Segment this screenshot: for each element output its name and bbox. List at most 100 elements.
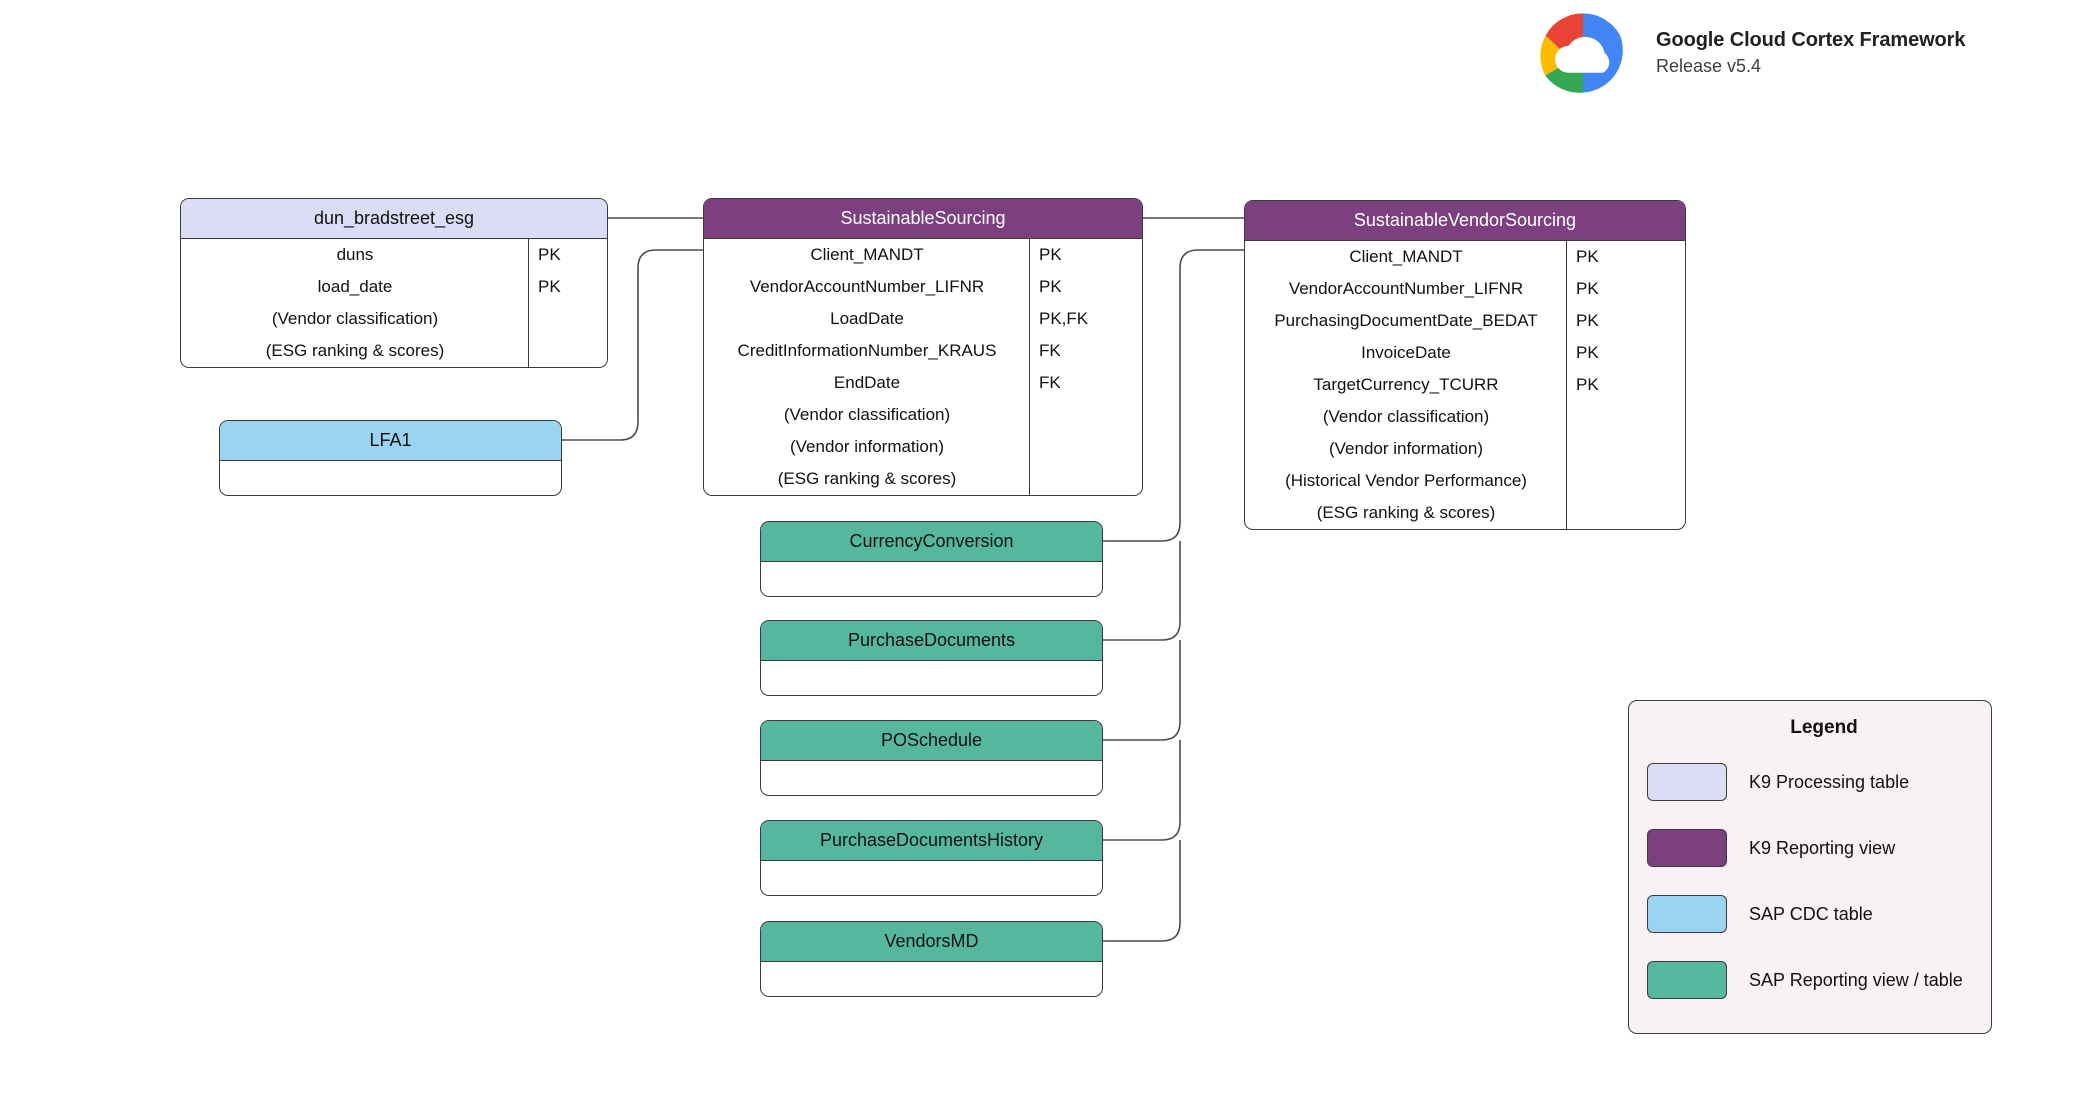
entity-title-POSchedule: POSchedule: [761, 721, 1102, 761]
field-name: (Historical Vendor Performance): [1285, 471, 1527, 490]
field-name: LoadDate: [830, 309, 904, 328]
brand-header: Google Cloud Cortex Framework Release v5…: [1528, 8, 1965, 98]
legend-label: K9 Processing table: [1749, 771, 1910, 792]
field-key-badge: PK: [538, 245, 561, 264]
field-name: EndDate: [833, 373, 901, 392]
entity-title-CurrencyConversion: CurrencyConversion: [761, 522, 1102, 562]
table-row: (ESG ranking & scores): [704, 463, 1142, 495]
field-key-badge: PK: [1039, 277, 1062, 296]
connector-VendorsMD-to-SustainableVendorSourcing: [1103, 840, 1181, 942]
legend-swatch: [1647, 829, 1727, 867]
entity-title-LFA1: LFA1: [220, 421, 561, 461]
legend-label: SAP Reporting view / table: [1749, 969, 1963, 990]
table-row: LoadDate PK,FK: [704, 303, 1142, 335]
table-row: (ESG ranking & scores): [181, 335, 607, 367]
field-name: Client_MANDT: [1349, 247, 1463, 266]
legend-item: K9 Reporting view: [1647, 815, 1973, 881]
table-row: (Vendor classification): [181, 303, 607, 335]
field-name: (ESG ranking & scores): [777, 469, 957, 488]
connector-PurchaseDocumentsHistory-to-SustainableVendorSourcing: [1103, 740, 1181, 841]
entity-body-VendorsMD: [761, 962, 1102, 996]
connector-PurchaseDocuments-to-SustainableVendorSourcing: [1103, 541, 1181, 641]
entity-body-PurchaseDocumentsHistory: [761, 861, 1102, 895]
field-key-badge: PK: [538, 277, 561, 296]
entity-PurchaseDocuments[interactable]: PurchaseDocuments: [760, 620, 1103, 696]
entity-LFA1[interactable]: LFA1: [219, 420, 562, 496]
table-row: InvoiceDate PK: [1245, 337, 1685, 369]
table-row: VendorAccountNumber_LIFNR PK: [704, 271, 1142, 303]
entity-title-SustainableVendorSourcing: SustainableVendorSourcing: [1245, 201, 1685, 241]
connector-POSchedule-to-SustainableVendorSourcing: [1103, 640, 1181, 741]
field-name: VendorAccountNumber_LIFNR: [749, 277, 985, 296]
table-row: Client_MANDT PK: [1245, 241, 1685, 273]
field-key-badge: PK: [1039, 245, 1062, 264]
entity-POSchedule[interactable]: POSchedule: [760, 720, 1103, 796]
table-row: (Historical Vendor Performance): [1245, 465, 1685, 497]
entity-body-CurrencyConversion: [761, 562, 1102, 596]
field-key-badge: FK: [1039, 341, 1061, 360]
legend-item: SAP Reporting view / table: [1647, 947, 1973, 1013]
field-key-badge: PK: [1576, 343, 1599, 362]
field-name: (Vendor information): [789, 437, 945, 456]
table-row: (ESG ranking & scores): [1245, 497, 1685, 529]
key-column-divider: [1566, 241, 1567, 529]
field-key-badge: PK: [1576, 311, 1599, 330]
table-row: load_date PK: [181, 271, 607, 303]
legend-label: K9 Reporting view: [1749, 837, 1896, 858]
field-name: (Vendor classification): [1322, 407, 1490, 426]
entity-body-POSchedule: [761, 761, 1102, 795]
legend-panel: Legend K9 Processing table K9 Reporting v…: [1628, 700, 1992, 1034]
legend-item: K9 Processing table: [1647, 749, 1973, 815]
entity-title-PurchaseDocuments: PurchaseDocuments: [761, 621, 1102, 661]
table-row: PurchasingDocumentDate_BEDAT PK: [1245, 305, 1685, 337]
table-row: TargetCurrency_TCURR PK: [1245, 369, 1685, 401]
field-name: (Vendor information): [1328, 439, 1484, 458]
field-name: duns: [336, 245, 374, 264]
entity-VendorsMD[interactable]: VendorsMD: [760, 921, 1103, 997]
table-row: CreditInformationNumber_KRAUS FK: [704, 335, 1142, 367]
field-name: InvoiceDate: [1361, 343, 1451, 362]
entity-PurchaseDocumentsHistory[interactable]: PurchaseDocumentsHistory: [760, 820, 1103, 896]
entity-title-VendorsMD: VendorsMD: [761, 922, 1102, 962]
legend-title: Legend: [1790, 717, 1858, 738]
entity-CurrencyConversion[interactable]: CurrencyConversion: [760, 521, 1103, 597]
field-name: TargetCurrency_TCURR: [1313, 375, 1499, 394]
entity-body-PurchaseDocuments: [761, 661, 1102, 695]
field-name: (Vendor classification): [271, 309, 439, 328]
legend-swatch: [1647, 961, 1727, 999]
entity-title-dun_bradstreet_esg: dun_bradstreet_esg: [181, 199, 607, 239]
field-key-badge: FK: [1039, 373, 1061, 392]
legend-swatch: [1647, 895, 1727, 933]
table-row: (Vendor information): [1245, 433, 1685, 465]
google-cloud-logo-icon: [1540, 13, 1623, 93]
table-row: (Vendor classification): [704, 399, 1142, 431]
field-name: PurchasingDocumentDate_BEDAT: [1274, 311, 1538, 330]
table-row: duns PK: [181, 239, 607, 271]
field-name: CreditInformationNumber_KRAUS: [737, 341, 997, 360]
table-row: EndDate FK: [704, 367, 1142, 399]
field-name: (Vendor classification): [783, 405, 951, 424]
brand-title: Google Cloud Cortex Framework: [1656, 29, 1966, 52]
key-column-divider: [528, 239, 529, 367]
field-name: (ESG ranking & scores): [1316, 503, 1496, 522]
field-key-badge: PK: [1576, 375, 1599, 394]
entity-body-LFA1: [220, 461, 561, 495]
field-key-badge: PK: [1576, 247, 1599, 266]
field-name: VendorAccountNumber_LIFNR: [1288, 279, 1524, 298]
legend-swatch: [1647, 763, 1727, 801]
legend-item: SAP CDC table: [1647, 881, 1973, 947]
table-row: (Vendor classification): [1245, 401, 1685, 433]
field-name: load_date: [317, 277, 393, 296]
key-column-divider: [1029, 239, 1030, 495]
table-row: (Vendor information): [704, 431, 1142, 463]
entity-title-PurchaseDocumentsHistory: PurchaseDocumentsHistory: [761, 821, 1102, 861]
field-key-badge: PK,FK: [1039, 309, 1089, 328]
